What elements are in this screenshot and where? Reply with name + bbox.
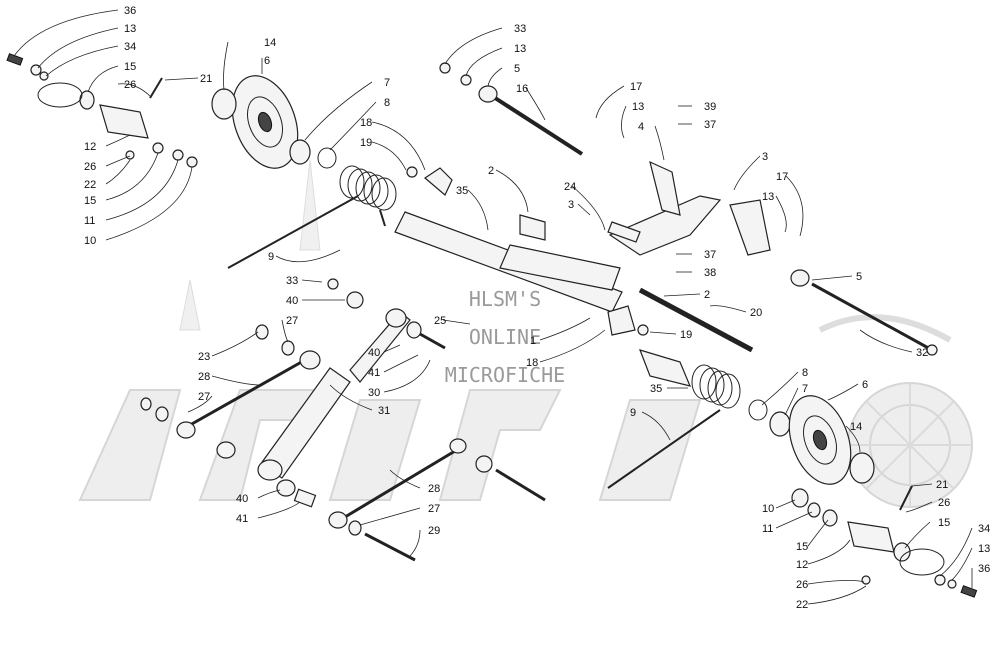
callout-16: 16	[516, 83, 528, 95]
callout-15: 15	[124, 61, 136, 73]
torsion-spring-right	[691, 364, 741, 409]
callout-13: 13	[762, 191, 774, 203]
callout-2: 2	[488, 165, 494, 177]
callout-28: 28	[198, 371, 210, 383]
callout-26: 26	[796, 579, 808, 591]
callout-12: 12	[84, 141, 96, 153]
callout-17: 17	[630, 81, 642, 93]
watermark-line-1: HLSM'S	[469, 287, 541, 311]
callout-21: 21	[200, 73, 212, 85]
callout-15: 15	[84, 195, 96, 207]
callout-35: 35	[650, 383, 662, 395]
callout-28: 28	[428, 483, 440, 495]
callout-labels: 36 13 34 15 26 21 14 6 7 8 12 26 22 15 1…	[84, 5, 990, 611]
callout-13: 13	[978, 543, 990, 555]
callout-13: 13	[514, 43, 526, 55]
callout-19: 19	[680, 329, 692, 341]
callout-25: 25	[434, 315, 446, 327]
callout-18: 18	[360, 117, 372, 129]
callout-14: 14	[264, 37, 276, 49]
callout-18: 18	[526, 357, 538, 369]
callout-22: 22	[84, 179, 96, 191]
callout-40: 40	[236, 493, 248, 505]
callout-39: 39	[704, 101, 716, 113]
callout-5: 5	[856, 271, 862, 283]
watermark-text: HLSM'S ONLINE MICROFICHE	[445, 287, 565, 387]
callout-2: 2	[704, 289, 710, 301]
callout-27: 27	[286, 315, 298, 327]
callout-22: 22	[796, 599, 808, 611]
callout-3: 3	[568, 199, 574, 211]
callout-33: 33	[286, 275, 298, 287]
callout-40: 40	[286, 295, 298, 307]
callout-26: 26	[84, 161, 96, 173]
callout-17: 17	[776, 171, 788, 183]
leader-lines	[13, 9, 973, 605]
callout-11: 11	[84, 215, 95, 227]
callout-40: 40	[368, 347, 380, 359]
watermark-line-2: ONLINE	[469, 325, 541, 349]
callout-20: 20	[750, 307, 762, 319]
callout-26: 26	[124, 79, 136, 91]
callout-38: 38	[704, 267, 716, 279]
callout-33: 33	[514, 23, 526, 35]
callout-3: 3	[762, 151, 768, 163]
callout-4: 4	[638, 121, 644, 133]
callout-9: 9	[630, 407, 636, 419]
callout-12: 12	[796, 559, 808, 571]
callout-34: 34	[124, 41, 136, 53]
callout-10: 10	[762, 503, 774, 515]
callout-6: 6	[862, 379, 868, 391]
callout-31: 31	[378, 405, 390, 417]
callout-8: 8	[802, 367, 808, 379]
callout-37: 37	[704, 249, 716, 261]
callout-41: 41	[236, 513, 248, 525]
rear-axle-assembly	[6, 53, 938, 356]
callout-14: 14	[850, 421, 862, 433]
callout-9: 9	[268, 251, 274, 263]
callout-24: 24	[564, 181, 576, 193]
torsion-spring-left	[339, 165, 397, 211]
callout-13: 13	[124, 23, 136, 35]
watermark-line-3: MICROFICHE	[445, 363, 565, 387]
callout-21: 21	[936, 479, 948, 491]
callout-15: 15	[796, 541, 808, 553]
callout-27: 27	[198, 391, 210, 403]
callout-7: 7	[802, 383, 808, 395]
callout-15: 15	[938, 517, 950, 529]
callout-7: 7	[384, 77, 390, 89]
callout-35: 35	[456, 185, 468, 197]
shock-linkage-assembly	[140, 278, 546, 562]
callout-30: 30	[368, 387, 380, 399]
callout-27: 27	[428, 503, 440, 515]
front-axle-assembly	[607, 349, 978, 598]
callout-26: 26	[938, 497, 950, 509]
callout-36: 36	[978, 563, 990, 575]
callout-34: 34	[978, 523, 990, 535]
callout-11: 11	[762, 523, 773, 535]
callout-37: 37	[704, 119, 716, 131]
callout-13: 13	[632, 101, 644, 113]
callout-23: 23	[198, 351, 210, 363]
callout-1: 1	[530, 335, 536, 347]
callout-10: 10	[84, 235, 96, 247]
callout-36: 36	[124, 5, 136, 17]
callout-29: 29	[428, 525, 440, 537]
callout-41: 41	[368, 367, 380, 379]
callout-32: 32	[916, 347, 928, 359]
callout-5: 5	[514, 63, 520, 75]
callout-6: 6	[264, 55, 270, 67]
callout-19: 19	[360, 137, 372, 149]
callout-8: 8	[384, 97, 390, 109]
